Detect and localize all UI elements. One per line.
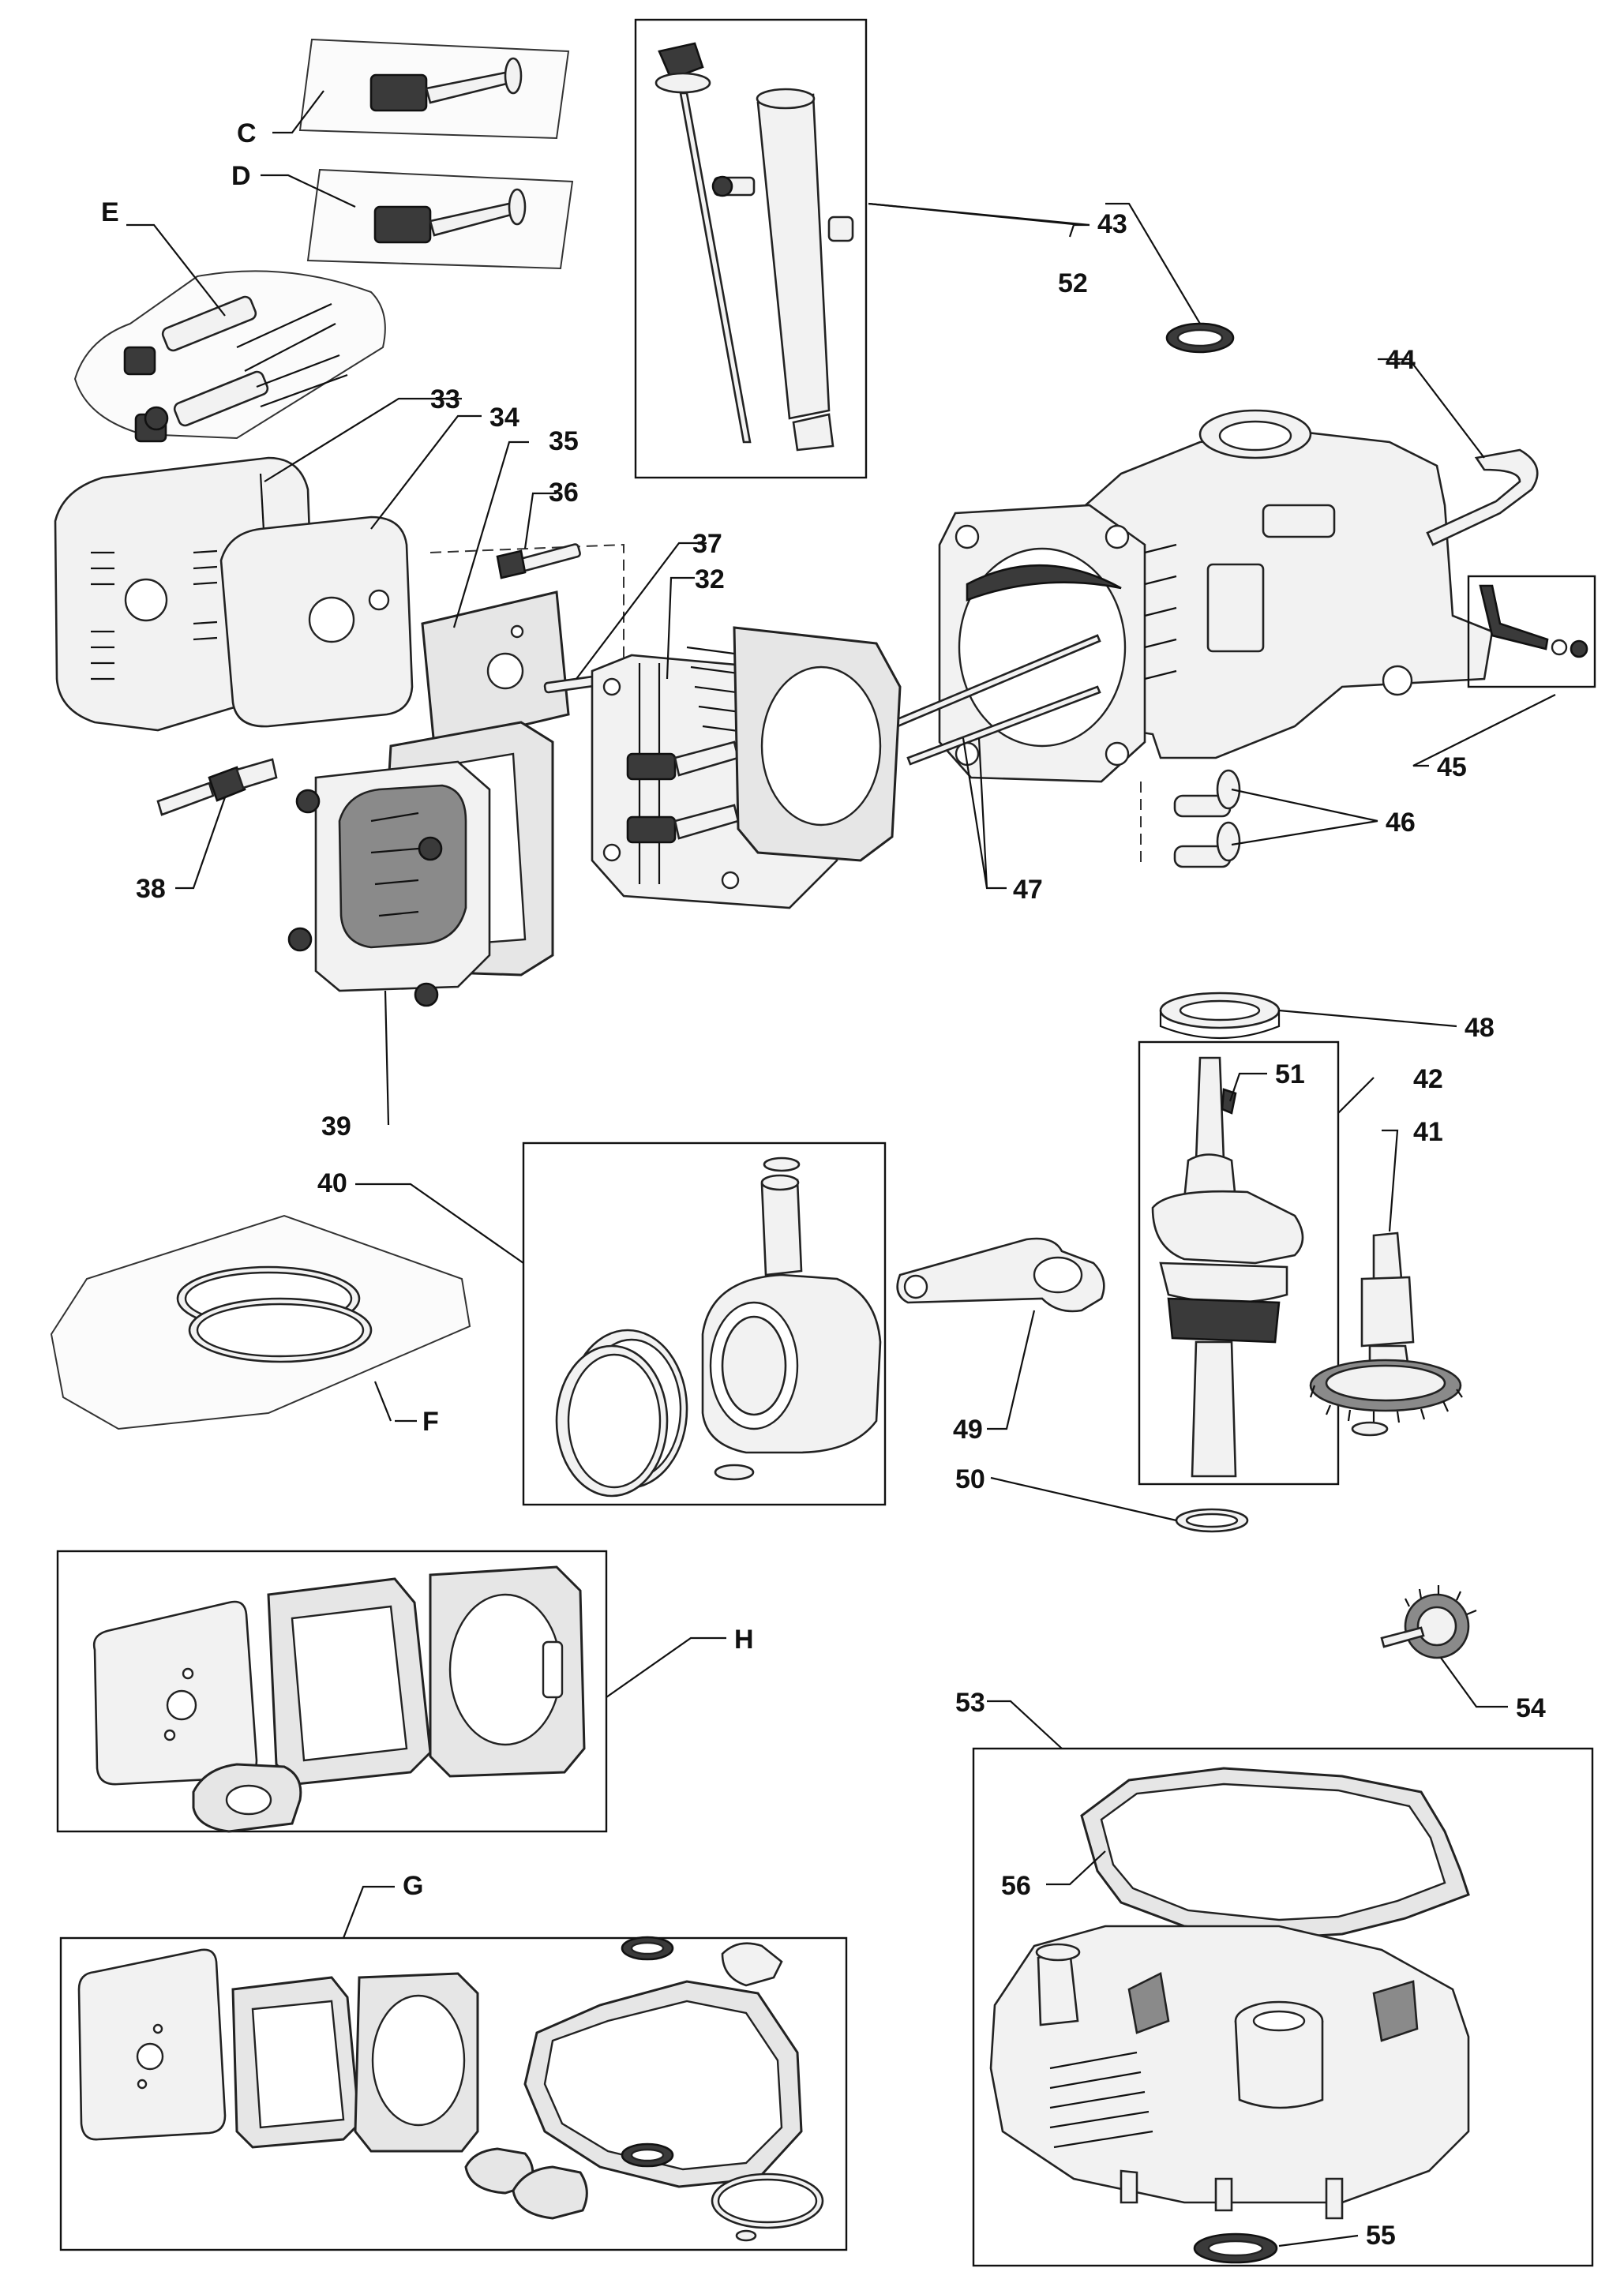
dipstick-and-fill-tube — [654, 42, 854, 452]
label-55: 55 — [1366, 2221, 1396, 2251]
label-45: 45 — [1437, 752, 1467, 782]
label-35: 35 — [549, 426, 579, 456]
kit-box-G — [59, 1936, 848, 2251]
label-40: 40 — [317, 1168, 347, 1198]
label-F: F — [422, 1407, 439, 1437]
label-47: 47 — [1013, 875, 1043, 905]
kit-box-43 — [634, 18, 868, 479]
label-G: G — [403, 1871, 423, 1901]
label-C: C — [237, 118, 257, 148]
label-56: 56 — [1001, 1871, 1031, 1901]
gasket-kit-G — [77, 1936, 824, 2242]
camshaft-41 — [1309, 1231, 1463, 1437]
crankshaft-42 — [1151, 1056, 1304, 1478]
label-36: 36 — [549, 478, 579, 508]
valve-kit-bag-D — [306, 168, 574, 270]
oil-seal-52 — [1165, 322, 1235, 354]
connecting-rod-49 — [896, 1237, 1105, 1313]
kit-box-40 — [522, 1142, 887, 1506]
label-32: 32 — [695, 564, 725, 594]
label-41: 41 — [1413, 1117, 1443, 1147]
label-43: 43 — [1097, 209, 1127, 239]
label-D: D — [231, 161, 251, 191]
label-42: 42 — [1413, 1064, 1443, 1094]
muffler-34 — [219, 515, 414, 728]
label-49: 49 — [953, 1415, 983, 1445]
spark-plug-38 — [156, 758, 278, 816]
kit-box-53 — [972, 1747, 1594, 2267]
label-34: 34 — [489, 403, 519, 433]
governor-gear-54 — [1380, 1585, 1477, 1659]
valve-cover-39 — [287, 721, 554, 1007]
oil-seal-55 — [1193, 2232, 1278, 2264]
engine-crankcase-block — [938, 409, 1494, 783]
label-51: 51 — [1275, 1059, 1305, 1089]
label-48: 48 — [1465, 1013, 1495, 1043]
label-38: 38 — [136, 874, 166, 904]
label-37: 37 — [692, 529, 722, 559]
push-rods-47 — [879, 634, 1101, 766]
label-54: 54 — [1516, 1693, 1546, 1723]
kit-box-H — [56, 1550, 608, 1833]
label-50: 50 — [955, 1464, 985, 1494]
bolt-36 — [496, 543, 581, 579]
dowel-pins-46 — [1173, 769, 1241, 868]
label-53: 53 — [955, 1688, 985, 1718]
piston-kit-40 — [555, 1156, 882, 1498]
leader-lines — [126, 90, 1556, 2247]
kit-box-42 — [1138, 1040, 1340, 1486]
label-H: H — [734, 1625, 754, 1655]
head-gasket — [733, 626, 902, 862]
label-44: 44 — [1386, 345, 1416, 375]
valve-kit-bag-C — [298, 38, 570, 140]
label-46: 46 — [1386, 808, 1416, 838]
label-E: E — [101, 197, 119, 227]
label-39: 39 — [321, 1112, 351, 1142]
callout-labels: C D E 33 34 35 36 37 32 38 39 40 F 43 52… — [101, 118, 1546, 2251]
bearing-48 — [1159, 992, 1281, 1040]
crankcase-cover-kit-53 — [989, 1767, 1470, 2220]
breather-tube-44 — [1426, 448, 1539, 546]
thrust-washer-50 — [1175, 1508, 1249, 1533]
muffler-gasket-35 — [421, 590, 570, 748]
piston-ring-bag-F — [50, 1214, 471, 1430]
governor-shaft-kit-45 — [1467, 575, 1596, 688]
rocker-kit-bag-E — [73, 270, 386, 443]
gasket-kit-H — [92, 1565, 586, 1833]
label-52: 52 — [1058, 268, 1088, 298]
label-33: 33 — [430, 384, 460, 414]
